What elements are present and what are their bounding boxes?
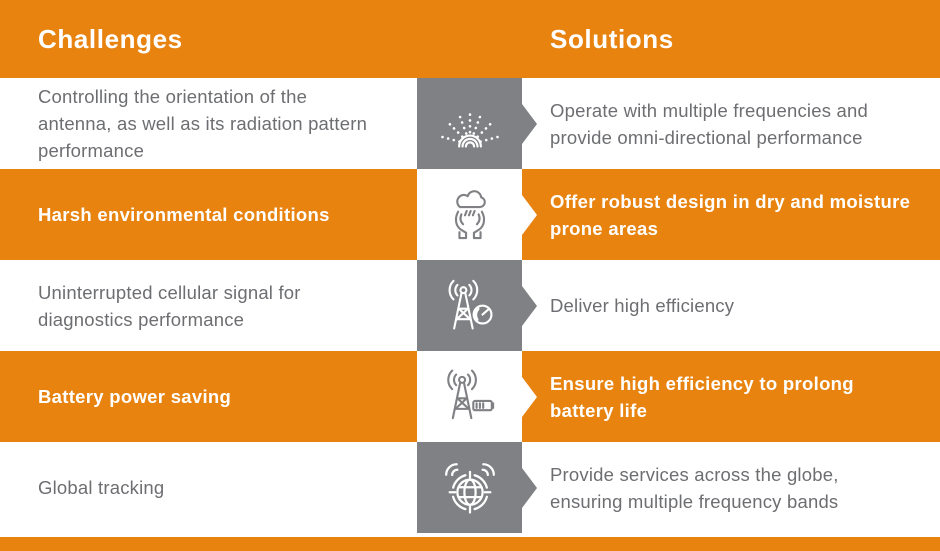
arrow-right-icon [522, 194, 537, 235]
table-row: Global tracking [0, 442, 940, 533]
bottom-gap [0, 533, 940, 537]
solution-text: Operate with multiple frequencies and pr… [550, 99, 868, 148]
arrow-right-icon [522, 103, 537, 144]
icon-tile [417, 442, 537, 533]
arrow-right-icon [522, 467, 537, 508]
antenna-radiation-pattern-icon [439, 111, 500, 148]
challenge-text: Controlling the orientation of the anten… [38, 86, 368, 161]
globe-signal-icon [444, 462, 495, 514]
icon-tile [417, 260, 537, 351]
cell-tower-gauge-icon [448, 279, 493, 329]
bottom-orange-strip [0, 537, 940, 551]
table-row: Controlling the orientation of the anten… [0, 78, 940, 169]
solution-text: Provide services across the globe, ensur… [550, 463, 839, 512]
table-row: Battery power saving [0, 351, 940, 442]
challenges-column-header: Challenges [38, 23, 183, 54]
icon-tile [417, 351, 537, 442]
challenge-text: Global tracking [38, 477, 165, 498]
hands-rain-cloud-icon [454, 189, 486, 239]
arrow-right-icon [522, 285, 537, 326]
solution-text: Deliver high efficiency [550, 295, 735, 316]
table-row: Harsh environmental conditions [0, 169, 940, 260]
challenge-text: Uninterrupted cellular signal for diagno… [38, 281, 301, 330]
icon-tile [417, 78, 537, 169]
challenge-text: Battery power saving [38, 386, 232, 407]
challenge-text: Harsh environmental conditions [38, 204, 330, 225]
solutions-column-header: Solutions [550, 23, 674, 54]
icon-tile [417, 169, 537, 260]
cell-tower-battery-icon [446, 369, 494, 419]
arrow-right-icon [522, 376, 537, 417]
table-header: Challenges Solutions [0, 0, 940, 78]
solution-text: Ensure high efficiency to prolong batter… [550, 372, 854, 421]
solution-text: Offer robust design in dry and moisture … [550, 190, 911, 239]
table-row: Uninterrupted cellular signal for diagno… [0, 260, 940, 351]
